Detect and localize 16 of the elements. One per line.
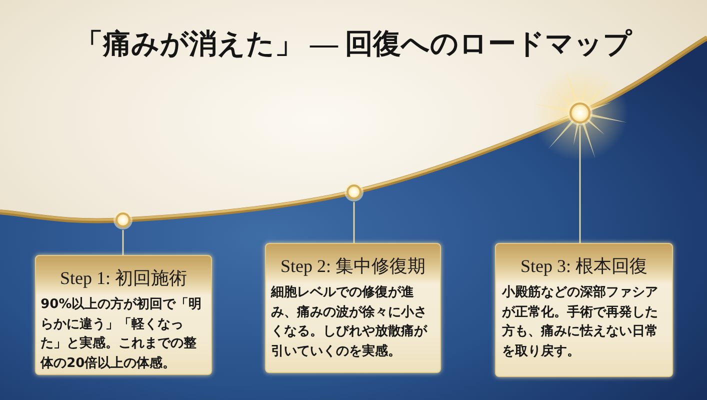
step-card	[35, 255, 212, 375]
title: 「痛みが消えた」 — 回復へのロードマップ	[75, 28, 632, 62]
step-card	[265, 243, 441, 373]
step-card	[495, 243, 673, 377]
glowing-dot	[567, 100, 593, 126]
card-heading: Step 3: 根本回復	[496, 244, 672, 283]
card-heading: Step 2: 集中修復期	[266, 244, 440, 283]
card-heading: Step 1: 初回施術	[36, 256, 211, 295]
connector-line	[579, 126, 581, 243]
connector-line	[353, 202, 355, 243]
connector-line	[122, 230, 124, 255]
glowing-dot	[113, 210, 133, 230]
card-text: 細胞レベルでの修復が進み、痛みの波が徐々に小さくなる。しびれや放散痛が引いていくのを実感。	[271, 284, 428, 360]
card-text: 小殿筋などの深部ファシアが正常化。手術で再発した方も、痛みに怯えない日常を取り戻す。	[502, 284, 660, 360]
glowing-dot	[344, 182, 364, 202]
card-text: 90%以上の方が初回で「明らかに違う」「軽くなった」と実感。これまでの整体の20倍以上の体感。	[40, 296, 203, 372]
